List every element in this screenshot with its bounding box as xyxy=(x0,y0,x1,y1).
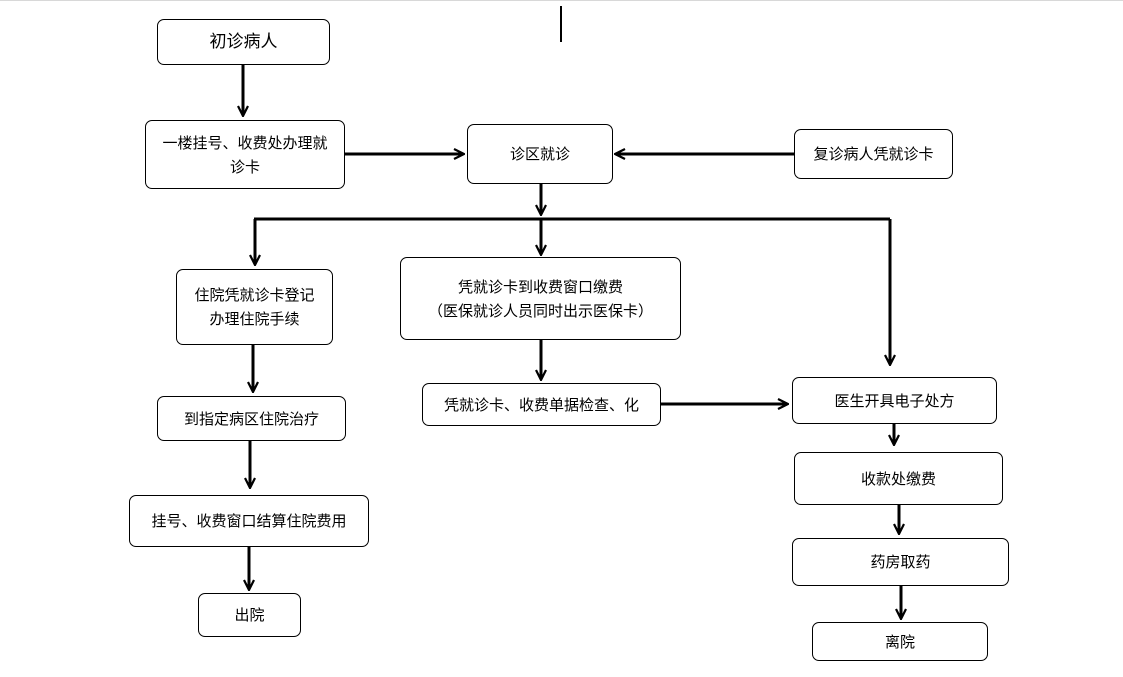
page-top-border xyxy=(0,0,1123,1)
node-e-prescription: 医生开具电子处方 xyxy=(792,377,997,424)
node-return-visit: 复诊病人凭就诊卡 xyxy=(794,129,953,179)
node-ward-treatment: 到指定病区住院治疗 xyxy=(157,396,346,441)
node-hospitalization-register: 住院凭就诊卡登记 办理住院手续 xyxy=(176,269,333,345)
node-register-card: 一楼挂号、收费处办理就 诊卡 xyxy=(145,120,345,189)
node-settle-fees: 挂号、收费窗口结算住院费用 xyxy=(129,495,369,547)
node-pay-at-cashier: 收款处缴费 xyxy=(794,452,1003,505)
node-examination: 凭就诊卡、收费单据检查、化 xyxy=(422,383,661,426)
node-discharge: 出院 xyxy=(198,593,301,637)
node-payment-window: 凭就诊卡到收费窗口缴费 （医保就诊人员同时出示医保卡） xyxy=(400,257,681,340)
node-first-visit: 初诊病人 xyxy=(157,19,330,65)
text-cursor xyxy=(560,6,562,42)
node-leave: 离院 xyxy=(812,622,988,661)
node-clinic-visit: 诊区就诊 xyxy=(467,124,613,184)
node-pharmacy: 药房取药 xyxy=(792,538,1009,586)
